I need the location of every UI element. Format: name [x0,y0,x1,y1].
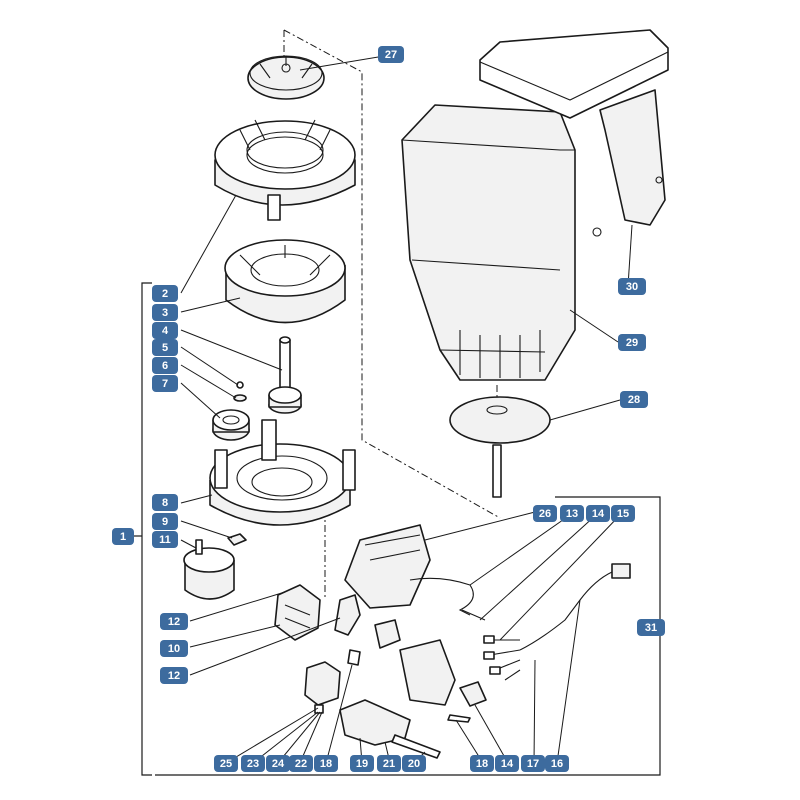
svg-text:18: 18 [320,758,332,770]
svg-text:18: 18 [476,758,488,770]
part-3-ring [224,239,346,324]
svg-text:30: 30 [626,281,638,293]
svg-text:24: 24 [272,758,285,770]
svg-text:12: 12 [168,616,180,628]
callout-10: 10 [160,640,188,657]
callout-labels: 27 2 3 4 5 6 7 8 9 1 11 12 10 12 30 29 2… [112,46,665,772]
svg-text:20: 20 [408,758,420,770]
svg-text:15: 15 [617,508,629,520]
svg-text:4: 4 [162,325,169,337]
part-22-25-switch [304,661,341,714]
callout-8: 8 [152,494,178,511]
part-10-12-brackets [274,584,361,641]
svg-text:7: 7 [162,378,168,390]
svg-text:8: 8 [162,497,168,509]
svg-text:14: 14 [501,758,514,770]
callout-11: 11 [152,531,178,548]
svg-text:22: 22 [295,758,307,770]
svg-text:10: 10 [168,643,180,655]
part-27-top-disc [247,55,325,100]
callout-28: 28 [620,391,648,408]
callout-27: 27 [378,46,404,63]
callout-30: 30 [618,278,646,295]
callout-12-lower: 12 [160,667,188,684]
callout-25: 25 [214,755,238,772]
callout-17: 17 [521,755,545,772]
callout-9: 9 [152,513,178,530]
svg-text:12: 12 [168,670,180,682]
svg-text:21: 21 [383,758,395,770]
callout-4: 4 [152,322,178,339]
svg-text:29: 29 [626,337,638,349]
callout-20: 20 [402,755,426,772]
part-16-17-wire-harness [483,563,631,681]
svg-text:23: 23 [247,758,259,770]
part-14-bracket-assembly [374,619,456,706]
svg-text:6: 6 [162,360,168,372]
callout-15: 15 [611,505,635,522]
callout-13: 13 [560,505,584,522]
part-9-clip [227,533,247,546]
part-5-6-7-small-gear-assembly [212,381,250,441]
callout-14-lower: 14 [495,755,519,772]
svg-text:3: 3 [162,307,168,319]
callout-16: 16 [545,755,569,772]
part-2-upper-housing [214,119,356,221]
callout-22: 22 [289,755,313,772]
svg-text:28: 28 [628,394,640,406]
svg-text:14: 14 [592,508,605,520]
svg-text:17: 17 [527,758,539,770]
callout-26: 26 [533,505,557,522]
callout-2: 2 [152,285,178,302]
callout-5: 5 [152,339,178,356]
svg-text:26: 26 [539,508,551,520]
svg-text:2: 2 [162,288,168,300]
part-19-21-lever [339,699,441,759]
callout-18-right: 18 [470,755,494,772]
callout-23: 23 [241,755,265,772]
callout-18-left: 18 [314,755,338,772]
part-28-bottom-disc [449,396,551,498]
part-13-15-cables [409,577,486,621]
callout-31: 31 [637,619,665,636]
callout-14-upper: 14 [586,505,610,522]
callout-12-upper: 12 [160,613,188,630]
callout-6: 6 [152,357,178,374]
callout-24: 24 [266,755,290,772]
callout-7: 7 [152,375,178,392]
callout-1: 1 [112,528,134,545]
callout-3: 3 [152,304,178,321]
part-30-lid [479,29,669,237]
part-4-shaft [268,336,302,414]
part-8-base-housing [209,419,356,526]
callout-19: 19 [350,755,374,772]
callout-29: 29 [618,334,646,351]
svg-text:27: 27 [385,49,397,61]
svg-text:16: 16 [551,758,563,770]
svg-text:13: 13 [566,508,578,520]
svg-text:11: 11 [159,534,171,546]
svg-text:19: 19 [356,758,368,770]
part-18-pins [347,649,487,723]
svg-text:9: 9 [162,516,168,528]
svg-text:25: 25 [220,758,232,770]
callout-21: 21 [377,755,401,772]
svg-text:5: 5 [162,342,168,354]
part-11-motor [183,539,235,600]
svg-text:31: 31 [645,622,657,634]
part-29-skimmer-body [401,104,576,381]
svg-text:1: 1 [120,531,126,543]
part-26-housing [344,524,431,609]
